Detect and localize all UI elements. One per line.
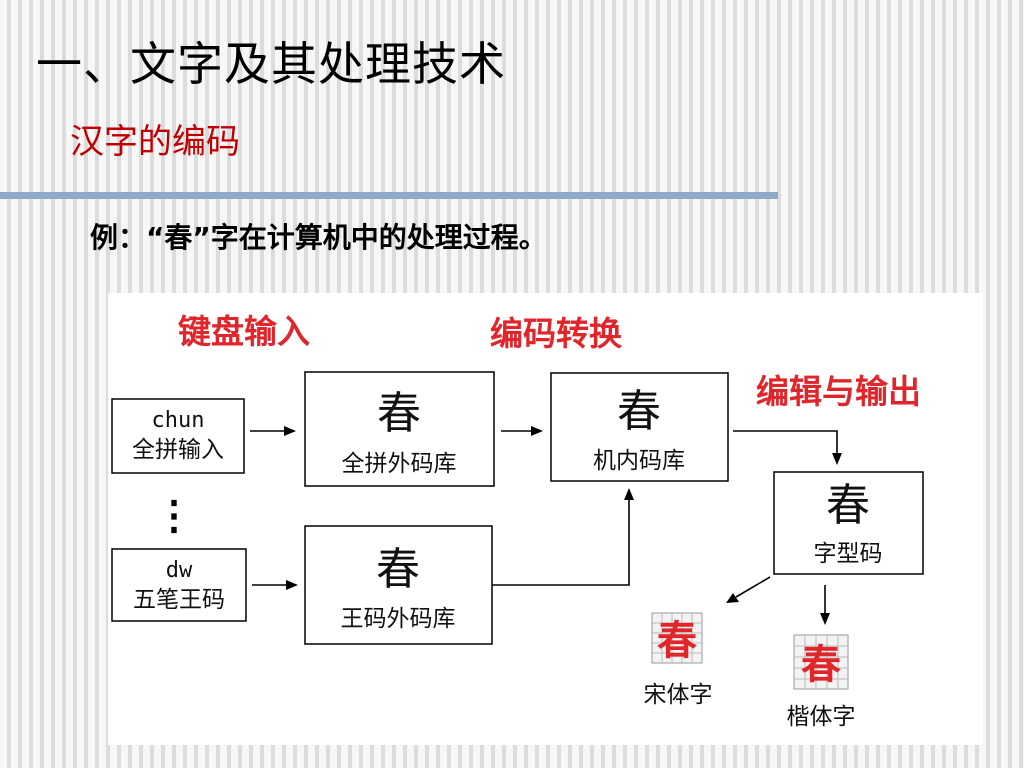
- wubi-input-label: 五笔王码: [133, 587, 225, 613]
- example-text: 例：“春”字在计算机中的处理过程。: [90, 221, 547, 254]
- arrow-external-to-internal: [501, 426, 543, 436]
- slide-title: 一、文字及其处理技术: [36, 37, 506, 91]
- arrow-internal-to-glyph: [733, 430, 842, 465]
- arrow-pinyin-to-external: [250, 426, 296, 436]
- wubi-external-code-library-label: 王码外码库: [341, 606, 456, 632]
- song-typeface-sample: 春 宋体字: [644, 612, 713, 708]
- arrow-wubi-library-to-internal: [492, 488, 634, 586]
- arrow-wubi-to-external: [252, 580, 298, 590]
- process-diagram: 键盘输入 编码转换 编辑与输出 chun 全拼输入 ⋮ dw 五笔王码 春 全拼…: [111, 312, 924, 730]
- glyph-code-label: 字型码: [814, 541, 883, 567]
- character-chun: 春: [826, 480, 870, 531]
- title-divider: [0, 192, 778, 199]
- arrow-glyph-to-song: [726, 576, 771, 603]
- character-chun: 春: [377, 388, 421, 439]
- ellipsis-mark: ⋮: [154, 492, 194, 539]
- kai-character: 春: [801, 641, 841, 688]
- heading-edit-output: 编辑与输出: [756, 372, 921, 411]
- pinyin-input-box: chun 全拼输入: [111, 398, 245, 474]
- character-chun: 春: [617, 386, 661, 437]
- slide-subtitle: 汉字的编码: [70, 122, 240, 162]
- pinyin-input-label: 全拼输入: [132, 437, 224, 463]
- kai-typeface-sample: 春 楷体字: [787, 634, 856, 730]
- wubi-code: dw: [166, 558, 193, 583]
- heading-code-conversion: 编码转换: [490, 314, 622, 353]
- pinyin-external-code-library-box: 春 全拼外码库: [304, 371, 495, 487]
- pinyin-external-code-library-label: 全拼外码库: [342, 451, 457, 477]
- glyph-code-box: 春 字型码: [773, 471, 924, 575]
- kai-typeface-label: 楷体字: [787, 704, 856, 730]
- character-chun: 春: [376, 544, 420, 595]
- wubi-external-code-library-box: 春 王码外码库: [304, 525, 493, 645]
- pinyin-code: chun: [152, 408, 205, 433]
- internal-code-library-box: 春 机内码库: [550, 372, 729, 482]
- wubi-input-box: dw 五笔王码: [111, 548, 247, 622]
- song-typeface-label: 宋体字: [644, 682, 713, 708]
- song-character: 春: [657, 617, 697, 664]
- diagram-panel: 键盘输入 编码转换 编辑与输出 chun 全拼输入 ⋮ dw 五笔王码 春 全拼…: [108, 293, 983, 745]
- arrow-glyph-to-kai: [820, 585, 830, 625]
- internal-code-library-label: 机内码库: [593, 448, 685, 474]
- heading-keyboard-input: 键盘输入: [178, 312, 310, 351]
